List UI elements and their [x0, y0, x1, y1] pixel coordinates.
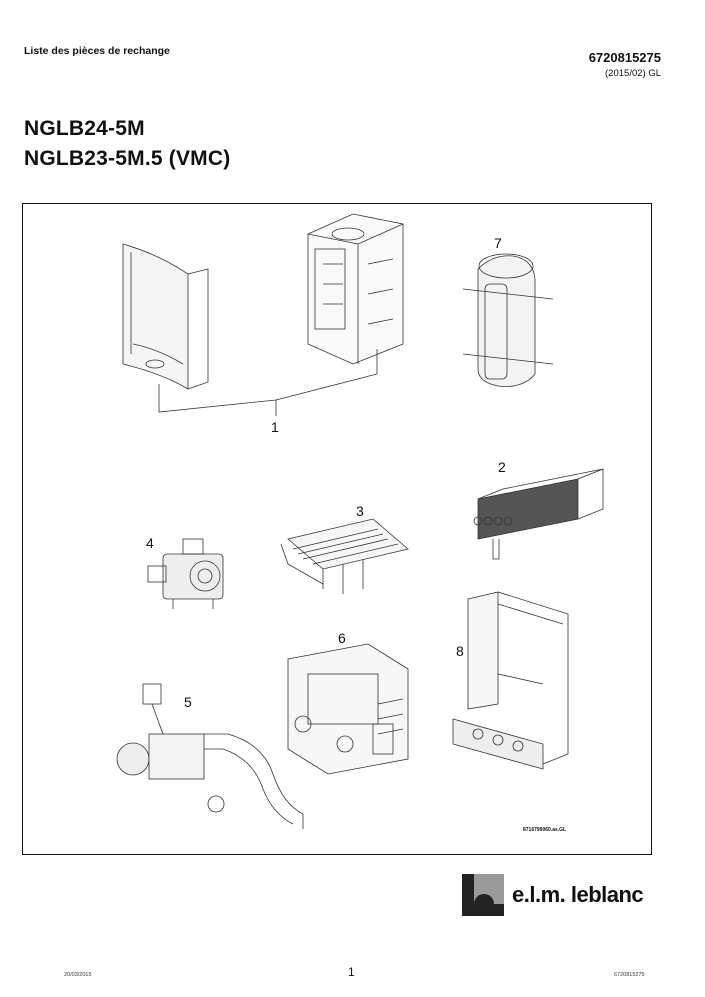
document-title: Liste des pièces de rechange	[24, 45, 170, 57]
brand-name: e.l.m. leblanc	[512, 882, 644, 907]
edition-label: (2015/02) GL	[605, 68, 661, 79]
brand-logo-icon	[462, 874, 504, 916]
model-name-1: NGLB24-5M	[24, 117, 145, 140]
parts-diagram: 1 2 3 4 5 6 7 8 8716799060.as.GL	[116, 213, 604, 833]
callout-3: 3	[356, 503, 364, 519]
footer-doc-number: 6720815275	[614, 972, 645, 978]
expansion-vessel-drawing	[462, 253, 554, 387]
control-unit-drawing	[287, 643, 409, 775]
callout-6: 6	[338, 630, 346, 646]
callout-4: 4	[146, 535, 154, 551]
footer-date: 20/03/2015	[64, 972, 92, 978]
callout-7: 7	[494, 235, 502, 251]
model-name-2: NGLB23-5M.5 (VMC)	[24, 147, 231, 170]
callout-8: 8	[456, 643, 464, 659]
pump-assembly-drawing	[116, 683, 304, 829]
base-frame-drawing	[452, 591, 569, 770]
callout-2: 2	[498, 459, 506, 475]
burner-drawing	[280, 518, 409, 594]
front-casing-drawing	[122, 243, 209, 390]
page-number: 1	[348, 965, 355, 979]
heat-exchanger-drawing	[473, 468, 604, 560]
cabinet-frame-drawing	[307, 213, 404, 365]
callout-5: 5	[184, 694, 192, 710]
document-number: 6720815275	[588, 50, 661, 65]
gas-valve-drawing	[147, 538, 224, 609]
exploded-diagram-frame: 1 2 3 4 5 6 7 8 8716799060.as.GL	[22, 203, 652, 855]
drawing-reference: 8716799060.as.GL	[523, 827, 566, 833]
callout-1: 1	[271, 419, 279, 435]
